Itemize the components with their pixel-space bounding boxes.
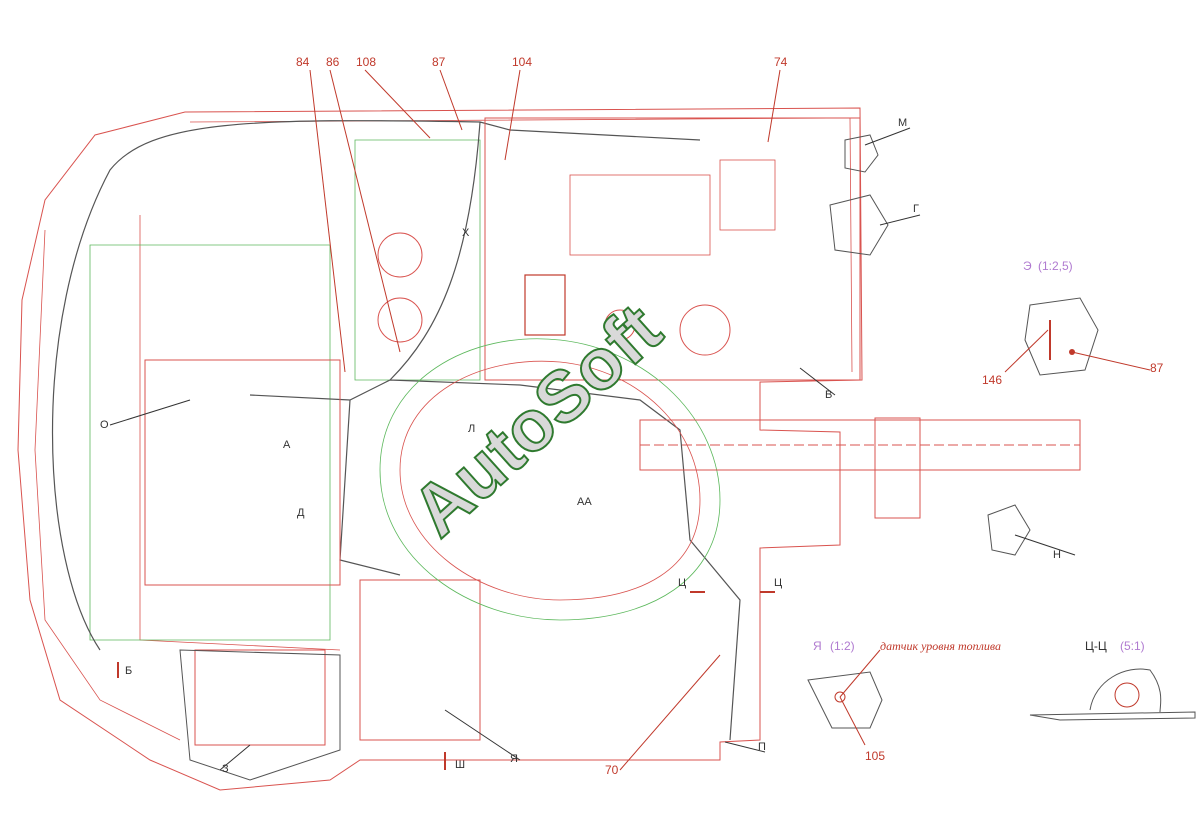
leader-n <box>1014 534 1076 556</box>
detail-cc-bolt <box>1114 682 1140 708</box>
leader-105 <box>839 696 866 746</box>
leader-146 <box>1004 329 1049 373</box>
pump-circle-1 <box>377 232 423 278</box>
cable-harness <box>51 120 741 741</box>
leader-70 <box>619 654 721 771</box>
detail-cc-drawing <box>1029 668 1196 721</box>
detail-ya-drawing <box>807 671 883 729</box>
leader-84 <box>309 69 346 373</box>
ref-z: З <box>222 763 229 775</box>
ref-87-top: 87 <box>432 55 446 69</box>
detail-n-bubble <box>987 504 1031 556</box>
fuse-box <box>524 274 566 336</box>
ref-p: П <box>758 741 766 753</box>
tank-box <box>359 579 481 741</box>
detail-e-title: Э <box>1023 259 1032 273</box>
detail-ya-title: Я <box>813 639 822 653</box>
detail-cc-title: Ц-Ц <box>1085 639 1107 653</box>
detail-z-bubble <box>179 649 341 781</box>
ref-o: О <box>100 419 109 431</box>
rear-compartment <box>484 117 861 381</box>
motor-circle-2 <box>604 309 636 341</box>
detail-m-bubble <box>844 134 879 173</box>
leader-g <box>879 214 921 226</box>
fuel-sensor-dot <box>834 691 846 703</box>
section-sh: Ш <box>455 759 465 771</box>
section-aa: АА <box>577 496 592 508</box>
ref-m: М <box>898 117 907 129</box>
cab-inner-outline <box>34 117 853 741</box>
ref-108: 108 <box>356 55 376 69</box>
slewing-ring <box>379 338 721 621</box>
ref-ya: Я <box>510 753 518 765</box>
fuel-sensor-caption: датчик уровня топлива <box>880 639 1001 653</box>
leader-ya <box>444 709 521 761</box>
boom-hinge <box>874 417 921 519</box>
detail-cc-scale: (5:1) <box>1120 639 1145 653</box>
label-l: Л <box>468 423 475 435</box>
battery-box <box>194 649 326 746</box>
leader-o <box>109 399 191 426</box>
leader-p <box>724 741 766 753</box>
detail-e-drawing <box>1024 297 1099 376</box>
cab-outline <box>17 107 863 791</box>
leader-v <box>799 367 836 396</box>
ref-g: Г <box>913 203 919 215</box>
leader-87-right <box>1071 351 1151 371</box>
leader-fuel <box>839 649 881 698</box>
detail-ya-scale: (1:2) <box>830 639 855 653</box>
detail-g-bubble <box>829 194 889 256</box>
section-c-left: Ц <box>678 577 686 589</box>
green-contour <box>89 139 481 641</box>
watermark: AutoSoft <box>397 289 676 552</box>
ref-74: 74 <box>774 55 788 69</box>
ref-146: 146 <box>982 373 1002 387</box>
ref-104: 104 <box>512 55 532 69</box>
slewing-ring-inner <box>399 360 701 601</box>
ref-n: Н <box>1053 549 1061 561</box>
label-a: А <box>283 439 291 451</box>
leader-74 <box>767 69 781 143</box>
motor-circle <box>679 304 731 356</box>
seat-block <box>144 359 341 586</box>
pump-circle-2 <box>377 297 423 343</box>
section-c-right: Ц <box>774 577 782 589</box>
leader-108 <box>364 69 431 139</box>
leader-z <box>219 744 251 771</box>
ref-84: 84 <box>296 55 310 69</box>
leader-m <box>864 127 911 146</box>
ref-87-right: 87 <box>1150 361 1164 375</box>
ref-86: 86 <box>326 55 340 69</box>
grid-panel <box>719 159 776 231</box>
leader-87-top <box>439 69 463 131</box>
ref-105: 105 <box>865 749 885 763</box>
section-b: Б <box>125 665 132 677</box>
radiator-block <box>569 174 711 256</box>
ref-70: 70 <box>605 763 619 777</box>
leader-104 <box>504 69 521 161</box>
boom-arm <box>639 419 1081 471</box>
label-x: Х <box>462 227 470 239</box>
ref-v: В <box>825 389 832 401</box>
leader-86 <box>329 69 401 353</box>
detail-e-scale: (1:2,5) <box>1038 259 1073 273</box>
label-d: Д <box>297 507 305 519</box>
